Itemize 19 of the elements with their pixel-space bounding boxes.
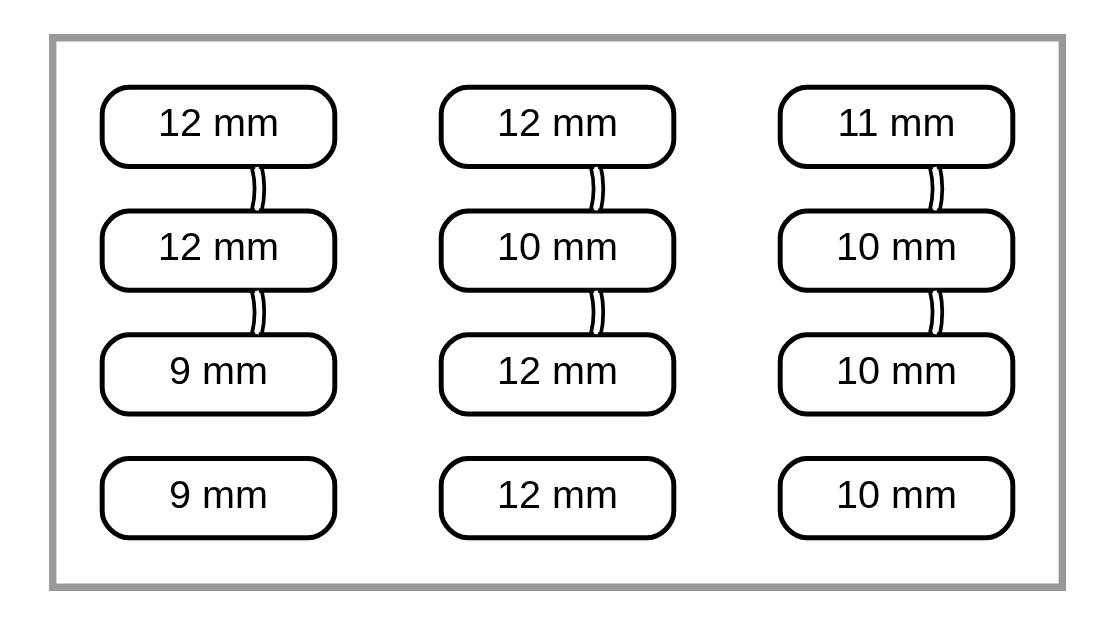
node-box: 12 mm (438, 332, 677, 417)
connector (250, 289, 267, 336)
connector (928, 289, 945, 336)
connector (589, 165, 606, 212)
node-box: 12 mm (438, 84, 677, 169)
node-box: 12 mm (438, 456, 677, 541)
node-box: 10 mm (777, 208, 1016, 293)
node-box: 12 mm (99, 208, 338, 293)
connector (589, 289, 606, 336)
cluster (49, 34, 1066, 591)
node-box: 10 mm (438, 208, 677, 293)
node-box: 9 mm (99, 456, 338, 541)
node-box: 12 mm (99, 84, 338, 169)
node-box: 10 mm (777, 332, 1016, 417)
connector (928, 165, 945, 212)
node-box: 11 mm (777, 84, 1016, 169)
node-box: 10 mm (777, 456, 1016, 541)
node-box: 9 mm (99, 332, 338, 417)
connector (250, 165, 267, 212)
